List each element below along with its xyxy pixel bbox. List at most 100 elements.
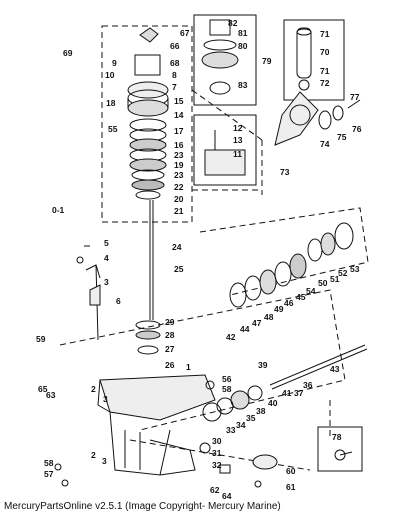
label-7: 7 <box>172 82 177 92</box>
label-53: 53 <box>350 264 360 274</box>
label-27: 27 <box>165 344 175 354</box>
label-29: 29 <box>165 317 175 327</box>
label-72: 72 <box>320 78 330 88</box>
label-39: 39 <box>258 360 268 370</box>
gear-housing <box>97 374 216 476</box>
image-caption: MercuryPartsOnline v2.5.1 (Image Copyrig… <box>4 501 281 512</box>
label-80: 80 <box>238 41 248 51</box>
label-75: 75 <box>337 132 347 142</box>
label-9: 9 <box>112 58 117 68</box>
label-51: 51 <box>330 274 340 284</box>
label-15: 15 <box>174 96 184 106</box>
inset-boxes <box>193 14 363 472</box>
label-71b: 71 <box>320 66 330 76</box>
label-66: 66 <box>170 41 180 51</box>
label-71a: 71 <box>320 29 330 39</box>
misc-parts <box>54 380 278 488</box>
label-62: 62 <box>210 485 220 495</box>
label-24: 24 <box>172 242 182 252</box>
label-57: 57 <box>44 469 54 479</box>
shift-cam-inset <box>204 130 246 176</box>
label-58b: 58 <box>44 458 54 468</box>
label-12: 12 <box>233 123 243 133</box>
label-11: 11 <box>233 149 242 159</box>
label-45: 45 <box>296 292 306 302</box>
exploded-parts-diagram: 67 66 68 69 9 10 8 7 15 18 14 55 17 16 2… <box>36 14 369 501</box>
label-74: 74 <box>320 139 330 149</box>
label-63: 63 <box>46 390 56 400</box>
label-16: 16 <box>174 140 184 150</box>
label-82: 82 <box>228 18 238 28</box>
label-54: 54 <box>306 286 316 296</box>
driveshaft-assembly <box>127 27 169 355</box>
label-3b: 3 <box>102 456 107 466</box>
label-23b: 23 <box>174 170 184 180</box>
propeller <box>274 91 361 146</box>
label-2b: 2 <box>91 450 96 460</box>
label-30: 30 <box>212 436 222 446</box>
label-0-1: 0-1 <box>52 205 65 215</box>
label-81: 81 <box>238 28 248 38</box>
part-number-labels: 67 66 68 69 9 10 8 7 15 18 14 55 17 16 2… <box>36 18 362 501</box>
label-40: 40 <box>268 398 278 408</box>
label-17: 17 <box>174 126 184 136</box>
label-46: 46 <box>284 298 294 308</box>
label-20: 20 <box>174 194 184 204</box>
water-pump-inset <box>201 19 239 95</box>
label-50: 50 <box>318 278 328 288</box>
shift-rod <box>76 245 101 341</box>
label-6: 6 <box>116 296 121 306</box>
label-34: 34 <box>236 420 246 430</box>
label-25: 25 <box>174 264 184 274</box>
label-52: 52 <box>338 268 348 278</box>
label-83: 83 <box>238 80 248 90</box>
label-69: 69 <box>63 48 73 58</box>
label-73: 73 <box>280 167 290 177</box>
label-36: 36 <box>303 380 313 390</box>
label-31: 31 <box>212 448 222 458</box>
label-22: 22 <box>174 182 184 192</box>
label-55: 55 <box>108 124 118 134</box>
label-33: 33 <box>226 425 236 435</box>
label-43: 43 <box>330 364 340 374</box>
label-79: 79 <box>262 56 272 66</box>
label-23a: 23 <box>174 150 184 160</box>
label-44: 44 <box>240 324 250 334</box>
label-10: 10 <box>105 70 115 80</box>
label-38: 38 <box>256 406 266 416</box>
label-21: 21 <box>174 206 184 216</box>
label-14: 14 <box>174 110 184 120</box>
label-5: 5 <box>104 238 109 248</box>
label-32: 32 <box>212 460 222 470</box>
label-64: 64 <box>222 491 232 500</box>
label-49: 49 <box>274 304 284 314</box>
label-2a: 2 <box>91 384 96 394</box>
label-61: 61 <box>286 482 296 492</box>
label-37: 37 <box>294 388 304 398</box>
label-13: 13 <box>233 135 243 145</box>
label-41: 41 <box>282 388 292 398</box>
gear-rings <box>229 222 354 308</box>
label-8: 8 <box>172 70 177 80</box>
label-19: 19 <box>174 160 184 170</box>
label-42: 42 <box>226 332 236 342</box>
label-26: 26 <box>165 360 175 370</box>
label-60: 60 <box>286 466 296 476</box>
fastener-inset <box>334 449 353 461</box>
label-28: 28 <box>165 330 175 340</box>
label-59: 59 <box>36 334 46 344</box>
label-3a: 3 <box>103 394 108 404</box>
label-78: 78 <box>332 432 342 442</box>
label-77: 77 <box>350 92 360 102</box>
label-56: 56 <box>222 374 232 384</box>
label-65: 65 <box>38 384 48 394</box>
label-70: 70 <box>320 47 330 57</box>
label-35: 35 <box>246 413 256 423</box>
label-76: 76 <box>352 124 362 134</box>
label-68: 68 <box>170 58 180 68</box>
label-18: 18 <box>106 98 116 108</box>
propeller-shaft <box>202 344 368 422</box>
label-1: 1 <box>186 362 191 372</box>
label-4: 4 <box>104 253 109 263</box>
